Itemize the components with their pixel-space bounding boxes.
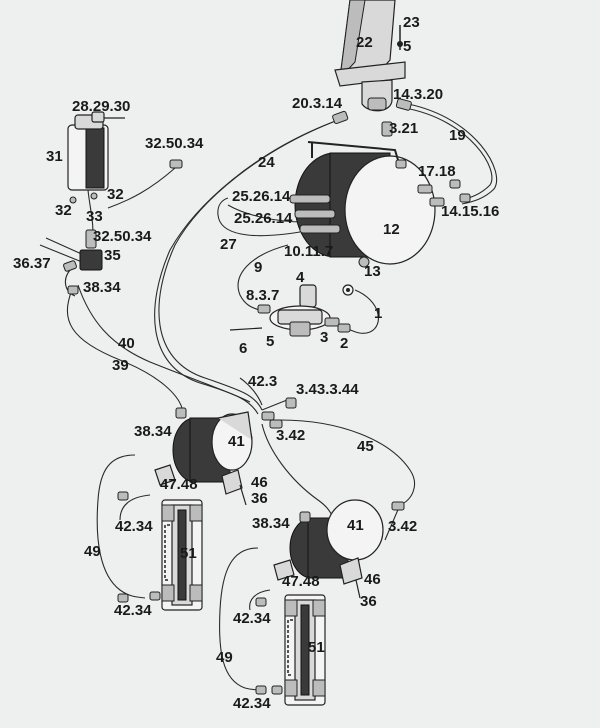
label-23: 23 <box>403 14 420 31</box>
pipe-49b-inner <box>249 589 271 611</box>
regulator-valve-4 <box>229 284 354 337</box>
label-32-right: 32 <box>107 186 124 203</box>
label-42-34-b: 42.34 <box>114 602 152 619</box>
air-tank-12 <box>289 141 471 268</box>
connector-35 <box>63 229 103 295</box>
label-5-top: 5 <box>403 38 411 55</box>
label-46-upper: 46 <box>251 474 268 491</box>
label-41-upper: 41 <box>228 433 245 450</box>
pipe-49a-inner <box>119 494 151 521</box>
label-32-50-34-bottom: 32.50.34 <box>93 228 152 245</box>
fluid-reservoir-31 <box>67 111 183 204</box>
label-14-15-16: 14.15.16 <box>441 203 499 220</box>
fittings-20-3-14 <box>332 98 412 137</box>
label-42-34-d: 42.34 <box>233 695 271 712</box>
label-3-43-3-44: 3.43.3.44 <box>296 381 359 398</box>
label-22: 22 <box>356 34 373 51</box>
label-20-3-14: 20.3.14 <box>292 95 343 112</box>
pipe-3-42b <box>384 504 401 541</box>
label-12: 12 <box>383 221 400 238</box>
label-17-18: 17.18 <box>418 163 456 180</box>
label-4: 4 <box>296 269 305 286</box>
pipe-lower-feed <box>261 423 334 519</box>
label-42-34-a: 42.34 <box>115 518 153 535</box>
label-47-48-lower: 47.48 <box>282 573 320 590</box>
label-25-26-14-bottom: 25.26.14 <box>234 210 293 227</box>
pipe-49b <box>219 547 263 691</box>
label-13: 13 <box>364 263 381 280</box>
pipe-32-50-34 <box>107 167 176 209</box>
label-38-34-top: 38.34 <box>83 279 121 296</box>
pipe-19b <box>407 103 498 205</box>
pipe-36-37a <box>39 244 83 263</box>
label-28-29-30: 28.29.30 <box>72 98 130 115</box>
label-32-50-34-top: 32.50.34 <box>145 135 204 152</box>
label-36-upper: 36 <box>251 490 268 507</box>
label-46-lower: 46 <box>364 571 381 588</box>
label-51-upper: 51 <box>180 545 197 562</box>
part-labels: 23 22 5 20.3.14 14.3.20 28.29.30 3.21 19… <box>13 14 499 712</box>
label-45: 45 <box>357 438 374 455</box>
label-39: 39 <box>112 357 129 374</box>
pipe-9 <box>237 244 289 311</box>
label-42-3: 42.3 <box>248 373 277 390</box>
label-3-42-upper: 3.42 <box>276 427 305 444</box>
pipe-36-37b <box>45 237 87 257</box>
label-6: 6 <box>239 340 247 357</box>
label-47-48-upper: 47.48 <box>160 476 198 493</box>
label-31: 31 <box>46 148 63 165</box>
pipe-27 <box>217 197 301 237</box>
label-42-34-c: 42.34 <box>233 610 271 627</box>
pipe-40 <box>66 289 183 409</box>
label-5-mid: 5 <box>266 333 274 350</box>
pipe-19 <box>404 107 493 201</box>
pipe-38-34a <box>64 269 76 297</box>
label-1: 1 <box>374 305 382 322</box>
label-3: 3 <box>320 329 328 346</box>
pipe-42-3 <box>239 377 263 406</box>
label-51-lower: 51 <box>308 639 325 656</box>
pipe-49a <box>96 454 146 599</box>
label-49-upper: 49 <box>84 543 101 560</box>
label-27: 27 <box>220 236 237 253</box>
wheel-unit-51-lower <box>255 559 326 706</box>
label-49-lower: 49 <box>216 649 233 666</box>
label-8-3-7: 8.3.7 <box>246 287 279 304</box>
label-3-21: 3.21 <box>389 120 418 137</box>
label-14-3-20: 14.3.20 <box>393 86 443 103</box>
label-38-34-mid: 38.34 <box>134 423 172 440</box>
label-25-26-14-top: 25.26.14 <box>232 188 291 205</box>
label-9: 9 <box>254 259 262 276</box>
pipe-45 <box>279 419 415 506</box>
wheel-unit-51-upper <box>117 464 203 611</box>
label-35: 35 <box>104 247 121 264</box>
label-36-37: 36.37 <box>13 255 51 272</box>
brake-pedal-22 <box>334 0 406 112</box>
brake-cylinder-41-upper <box>172 397 297 506</box>
label-36-lower: 36 <box>360 593 377 610</box>
label-32-left: 32 <box>55 202 72 219</box>
pipe-1 <box>344 289 379 334</box>
pipe-39 <box>77 284 251 403</box>
label-41-lower: 41 <box>347 517 364 534</box>
label-40: 40 <box>118 335 135 352</box>
label-2: 2 <box>340 335 348 352</box>
label-33: 33 <box>86 208 103 225</box>
brake-cylinder-41-lower <box>289 499 405 599</box>
label-3-42-lower: 3.42 <box>388 518 417 535</box>
label-19: 19 <box>449 127 466 144</box>
label-24: 24 <box>258 154 275 171</box>
label-10-11-7: 10.11.7 <box>284 243 333 260</box>
label-38-34-lower: 38.34 <box>252 515 290 532</box>
